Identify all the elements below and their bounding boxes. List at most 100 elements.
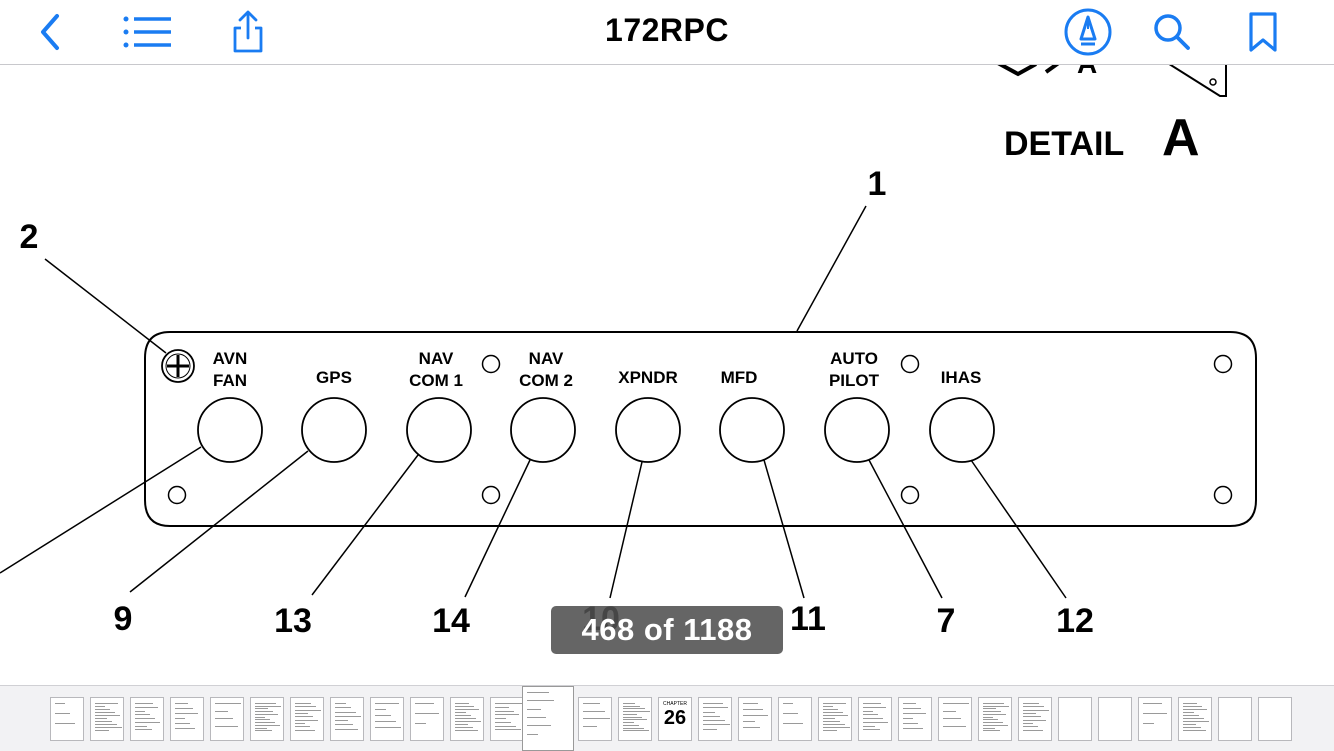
share-button[interactable] bbox=[222, 6, 274, 58]
page-thumbnail[interactable] bbox=[938, 697, 972, 741]
page-thumbnail[interactable] bbox=[370, 697, 404, 741]
page-thumbnail[interactable] bbox=[778, 697, 812, 741]
detail-label: DETAIL bbox=[1004, 125, 1124, 163]
page-thumbnail[interactable] bbox=[1178, 697, 1212, 741]
thumbnail-text-line bbox=[415, 703, 434, 704]
page-thumbnail[interactable] bbox=[858, 697, 892, 741]
thumbnail-text-line bbox=[455, 709, 479, 710]
thumbnail-text-line bbox=[527, 700, 554, 702]
callout-14: 14 bbox=[432, 602, 470, 640]
share-icon bbox=[233, 10, 263, 53]
thumbnail-text-line bbox=[295, 729, 315, 731]
thumbnail-text-line bbox=[135, 725, 147, 727]
page-thumbnail[interactable] bbox=[578, 697, 612, 741]
bookmark-button[interactable] bbox=[1237, 6, 1289, 58]
thumbnail-text-line bbox=[1023, 713, 1036, 714]
page-thumbnail[interactable] bbox=[90, 697, 124, 741]
page-thumbnail-current[interactable] bbox=[522, 686, 574, 751]
thumbnail-text-line bbox=[983, 708, 996, 710]
thumbnail-text-line bbox=[375, 709, 386, 710]
thumbnail-text-line bbox=[1183, 709, 1207, 710]
thumbnail-text-line bbox=[527, 717, 546, 718]
page-thumbnail[interactable] bbox=[898, 697, 932, 741]
thumbnail-text-line bbox=[415, 713, 439, 714]
thumbnail-text-line bbox=[495, 706, 509, 708]
document-title: 172RPC bbox=[605, 12, 729, 48]
page-thumbnail[interactable] bbox=[290, 697, 324, 741]
markup-button[interactable] bbox=[1062, 6, 1114, 58]
thumbnail-text-line bbox=[255, 719, 270, 721]
callout-11: 11 bbox=[790, 600, 826, 638]
thumbnail-text-line bbox=[495, 721, 511, 723]
partial-arrow-shape bbox=[997, 65, 1037, 77]
thumbnail-text-line bbox=[175, 713, 198, 714]
page-thumbnail[interactable] bbox=[210, 697, 244, 741]
thumbnail-text-line bbox=[623, 711, 650, 713]
thumbnail-text-line bbox=[823, 706, 833, 707]
outline-button[interactable] bbox=[121, 6, 173, 58]
thumbnail-text-line bbox=[983, 727, 995, 729]
thumbnail-text-line bbox=[1023, 719, 1046, 721]
callout-9: 9 bbox=[114, 600, 133, 638]
thumbnail-text-line bbox=[455, 706, 474, 707]
page-thumbnail[interactable] bbox=[1098, 697, 1132, 741]
thumbnail-chapter-number: 26 bbox=[663, 707, 687, 729]
partial-bracket-hole bbox=[1209, 78, 1217, 86]
thumbnail-text-line bbox=[527, 692, 549, 693]
switch-label-com2: COM 2 bbox=[519, 371, 573, 390]
callout-12: 12 bbox=[1056, 602, 1094, 640]
thumbnail-text-line bbox=[1183, 703, 1197, 704]
thumbnail-text-line bbox=[583, 725, 597, 727]
back-button[interactable] bbox=[24, 6, 76, 58]
thumbnail-text-line bbox=[295, 713, 308, 714]
thumbnail-text-line bbox=[703, 711, 715, 713]
document-page[interactable]: A DETAIL A bbox=[0, 65, 1334, 685]
page-thumbnail[interactable] bbox=[170, 697, 204, 741]
page-thumbnail[interactable] bbox=[1018, 697, 1052, 741]
thumbnail-text-line bbox=[335, 728, 358, 730]
thumbnail-text-line bbox=[215, 725, 238, 727]
page-thumbnail[interactable] bbox=[1258, 697, 1292, 741]
page-thumbnail[interactable] bbox=[618, 697, 652, 741]
thumbnail-text-line bbox=[1183, 706, 1202, 707]
thumbnail-text-line bbox=[703, 728, 717, 730]
page-thumbnail[interactable] bbox=[698, 697, 732, 741]
switch-label-auto: AUTO bbox=[830, 349, 878, 368]
page-thumbnail[interactable] bbox=[450, 697, 484, 741]
page-thumbnail[interactable] bbox=[50, 697, 84, 741]
thumbnail-text-line bbox=[255, 703, 276, 704]
thumbnail-text-line bbox=[863, 710, 873, 712]
page-thumbnail[interactable] bbox=[1138, 697, 1172, 741]
page-thumbnail[interactable] bbox=[130, 697, 164, 741]
page-thumbnail[interactable] bbox=[1058, 697, 1092, 741]
page-thumbnail[interactable] bbox=[738, 697, 772, 741]
thumbnail-text-line bbox=[583, 703, 600, 704]
search-button[interactable] bbox=[1146, 6, 1198, 58]
thumbnail-text-line bbox=[743, 721, 755, 722]
page-thumbnail[interactable] bbox=[1218, 697, 1252, 741]
page-thumbnail[interactable] bbox=[250, 697, 284, 741]
page-thumbnail[interactable] bbox=[490, 697, 524, 741]
page-thumbnail[interactable] bbox=[978, 697, 1012, 741]
thumbnail-text-line bbox=[623, 703, 635, 704]
thumbnail-text-line bbox=[863, 714, 878, 716]
thumbnail-text-line bbox=[703, 724, 730, 726]
thumbnail-text-line bbox=[215, 710, 228, 712]
thumbnail-text-line bbox=[215, 718, 233, 719]
thumbnail-text-line bbox=[903, 718, 913, 719]
page-thumbnail[interactable] bbox=[330, 697, 364, 741]
thumbnail-text-line bbox=[95, 724, 117, 725]
switch-label-pilot: PILOT bbox=[829, 371, 880, 390]
thumbnail-text-line bbox=[863, 721, 888, 723]
thumbnail-text-line bbox=[255, 727, 267, 729]
thumbnail-text-line bbox=[495, 725, 516, 727]
page-thumbnail[interactable] bbox=[818, 697, 852, 741]
thumbnail-text-line bbox=[623, 730, 649, 732]
top-toolbar: 172RPC bbox=[0, 0, 1334, 65]
thumbnail-text-line bbox=[1023, 729, 1043, 731]
page-thumbnail[interactable] bbox=[410, 697, 444, 741]
thumbnail-text-line bbox=[295, 726, 310, 728]
page-indicator: 468 of 1188 bbox=[551, 606, 783, 654]
